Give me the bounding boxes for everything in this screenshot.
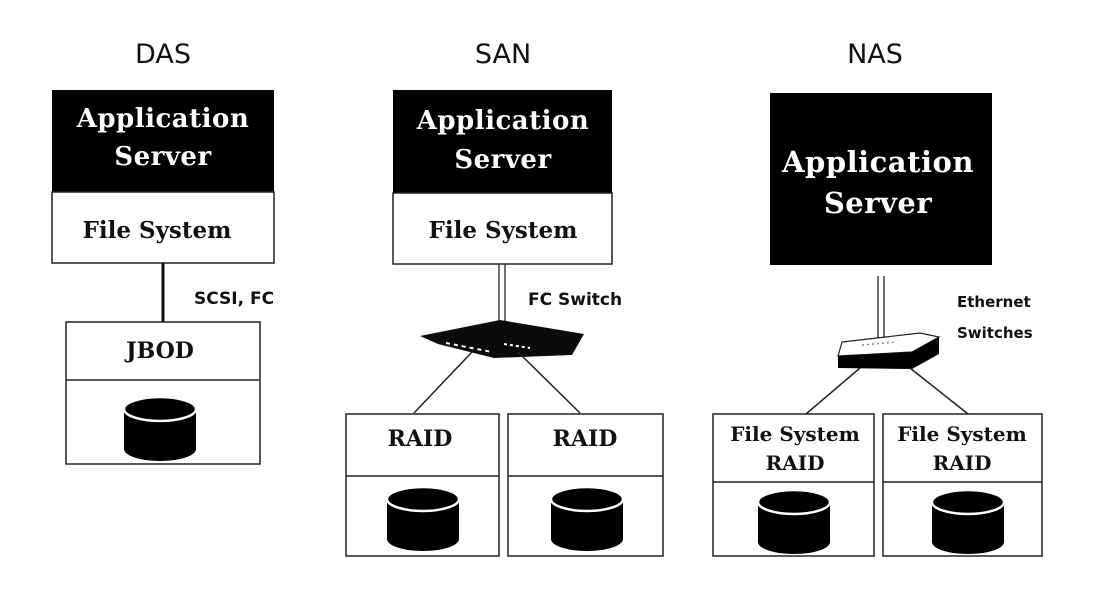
das-file-system-label: File System [83,217,232,244]
san-application-server: Application Server [393,90,612,193]
das-server-box [52,90,274,192]
das-heading: DAS [135,39,191,70]
disk-cylinder-icon [930,488,1006,556]
san-raid-right: RAID [507,413,664,557]
fc-switch-icon [420,320,584,358]
nas-heading: NAS [847,39,903,70]
das-column: DAS Application Server File System SCSI,… [51,39,275,465]
san-link-right [517,351,581,414]
san-server-line2: Server [454,145,551,175]
nas-column: NAS Application Server Ethernet Switches… [712,39,1043,557]
nas-server-box [770,93,992,265]
nas-switch-label-line2: Switches [957,324,1033,342]
nas-filer-right-line2: RAID [933,451,992,475]
nas-link-left [805,367,861,415]
san-file-system: File System [392,192,613,265]
das-file-system-box [51,191,275,264]
disk-cylinder-icon [385,485,461,553]
san-fc-link [498,264,506,325]
disk-cylinder-icon [549,485,625,553]
san-column: SAN Application Server File System FC Sw… [345,39,664,557]
nas-ethernet-link [877,276,885,338]
san-raid-left-label: RAID [388,426,453,452]
san-link-left [413,351,473,414]
san-raid-right-label: RAID [553,426,618,452]
das-link-label: SCSI, FC [194,289,274,309]
das-application-server: Application Server [52,90,274,192]
das-server-line2: Server [114,142,211,172]
san-server-box [393,90,612,193]
das-jbod: JBOD [65,321,261,465]
nas-switch-label-line1: Ethernet [957,293,1031,311]
san-raid-left: RAID [345,413,500,557]
san-switch-label: FC Switch [528,290,622,310]
nas-filer-right-line1: File System [897,422,1027,446]
das-jbod-label: JBOD [124,338,194,364]
nas-server-line1: Application [781,145,974,179]
das-server-line1: Application [76,104,250,134]
disk-cylinder-icon [756,488,832,556]
das-file-system: File System [51,191,275,264]
nas-filer-left: File System RAID [712,413,875,557]
disk-cylinder-icon [122,395,198,463]
nas-filer-right: File System RAID [882,413,1043,557]
nas-application-server: Application Server [770,93,992,265]
nas-filer-left-line1: File System [730,422,860,446]
san-heading: SAN [475,39,531,70]
nas-link-right [909,367,969,415]
nas-filer-left-line2: RAID [766,451,825,475]
san-file-system-box [392,192,613,265]
nas-server-line2: Server [824,186,932,220]
san-file-system-label: File System [429,217,578,244]
san-server-line1: Application [416,106,590,136]
ethernet-switch-icon [837,332,941,369]
